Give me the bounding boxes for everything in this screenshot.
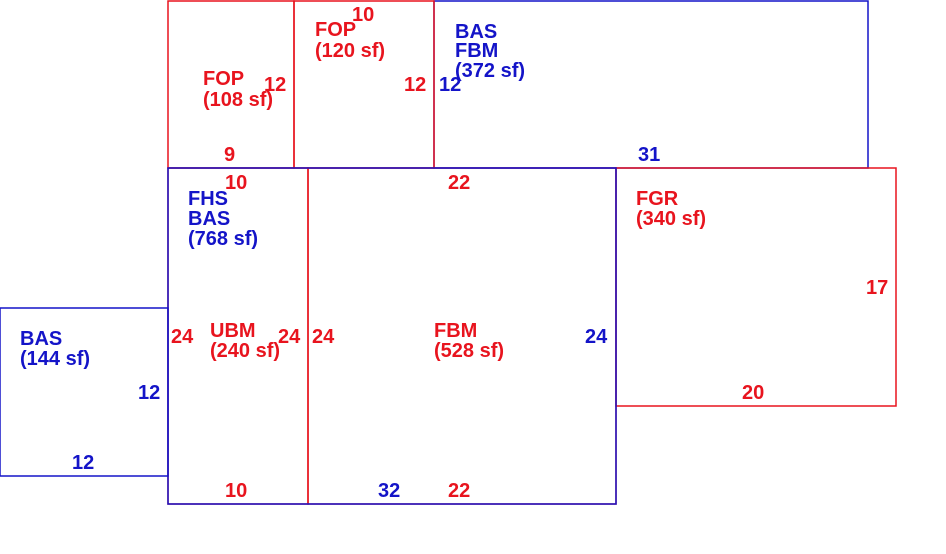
dim-fgr-right: 17 <box>866 277 888 299</box>
dim-bas-144-bottom: 12 <box>72 452 94 474</box>
bas-144-area: (144 sf) <box>20 348 90 370</box>
bas-fbm-372-code2: FBM <box>455 40 498 62</box>
bas-144-outline <box>0 307 169 477</box>
ubm-240-code: UBM <box>210 320 256 342</box>
dim-bas-fbm-bottom: 31 <box>638 144 660 166</box>
dim-fbm-bottom: 22 <box>448 480 470 502</box>
dim-fhs-bottom: 32 <box>378 480 400 502</box>
outlines <box>0 0 897 505</box>
fop-120-code: FOP <box>315 19 356 41</box>
dim-ubm-right: 24 <box>278 326 301 348</box>
fop-120-area: (120 sf) <box>315 40 385 62</box>
fgr-340-code: FGR <box>636 188 679 210</box>
dimension-labels: 12 9 10 12 12 31 10 24 24 10 22 24 24 22… <box>72 4 888 502</box>
fhs-bas-768-code1: FHS <box>188 188 228 210</box>
dim-fbm-top: 22 <box>448 172 470 194</box>
fop-108-code: FOP <box>203 68 244 90</box>
fbm-528-area: (528 sf) <box>434 340 504 362</box>
dim-ubm-bottom: 10 <box>225 480 247 502</box>
dim-bas-fbm-left: 12 <box>439 74 461 96</box>
dim-ubm-top: 10 <box>225 172 247 194</box>
dim-fop-120-top: 10 <box>352 4 374 26</box>
ubm-240-area: (240 sf) <box>210 340 280 362</box>
bas-fbm-372-outline <box>433 0 869 169</box>
fhs-bas-768-area: (768 sf) <box>188 228 258 250</box>
dim-fop-120-right: 12 <box>404 74 426 96</box>
dim-fop-108-bottom: 9 <box>224 144 235 166</box>
dim-fbm-right: 24 <box>585 326 608 348</box>
fhs-bas-768-code2: BAS <box>188 208 230 230</box>
bas-fbm-372-code1: BAS <box>455 21 497 43</box>
fbm-528-code: FBM <box>434 320 477 342</box>
fgr-340-area: (340 sf) <box>636 208 706 230</box>
bas-144-code: BAS <box>20 328 62 350</box>
dim-fop-108-right: 12 <box>264 74 286 96</box>
dim-bas-144-right: 12 <box>138 382 160 404</box>
dim-ubm-left: 24 <box>171 326 194 348</box>
dim-fgr-bottom: 20 <box>742 382 764 404</box>
fop-108-area: (108 sf) <box>203 89 273 111</box>
bas-fbm-372-area: (372 sf) <box>455 60 525 82</box>
dim-fbm-left: 24 <box>312 326 335 348</box>
area-labels: FOP (108 sf) FOP (120 sf) BAS FBM (372 s… <box>20 19 706 370</box>
